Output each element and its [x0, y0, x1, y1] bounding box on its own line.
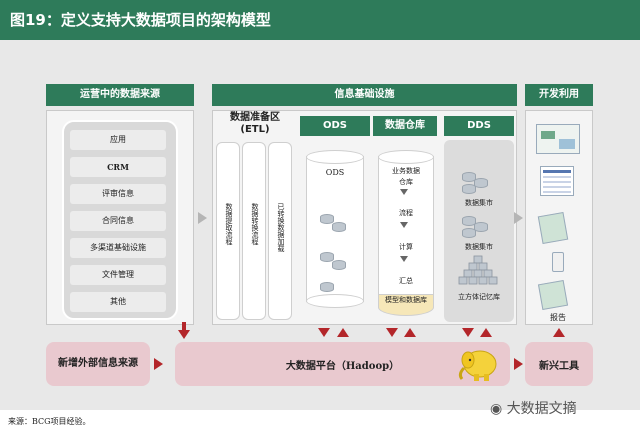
database-icon — [320, 252, 334, 262]
database-icon — [332, 222, 346, 232]
left-section-header: 运营中的数据来源 — [46, 84, 194, 106]
flow-arrow — [514, 358, 523, 370]
etl-title: 数据准备区 (ETL) — [214, 112, 296, 136]
hadoop-elephant-icon — [458, 350, 497, 381]
up-arrow-icon — [480, 328, 492, 337]
down-arrow-icon — [400, 256, 408, 262]
etl-column-load: 已转换数据加载 — [268, 142, 292, 320]
database-icon — [332, 260, 346, 270]
ods-header: ODS — [300, 116, 370, 136]
warehouse-header: 数据仓库 — [373, 116, 437, 136]
etl-column-transform: 数据转换流程 — [242, 142, 266, 320]
database-icon — [474, 222, 488, 232]
source-item: 文件管理 — [70, 265, 166, 285]
flow-arrow — [198, 212, 207, 224]
database-icon — [320, 214, 334, 224]
etl-column-label: 数据提取流程 — [225, 203, 233, 245]
database-icon — [474, 178, 488, 188]
source-item: 评审信息 — [70, 184, 166, 204]
warehouse-item: 汇总 — [399, 277, 413, 285]
ods-inner-label: ODS — [325, 168, 345, 177]
down-arrow-icon — [386, 328, 398, 337]
dds-header: DDS — [444, 116, 514, 136]
ods-cylinder-top — [306, 150, 364, 164]
up-arrow-icon — [553, 328, 565, 337]
down-arrow-icon — [178, 330, 190, 339]
warehouse-bottom-label: 模型和数据库 — [385, 296, 427, 304]
database-icon — [462, 172, 476, 182]
arrow-stem — [182, 322, 186, 330]
etl-title-line1: 数据准备区 — [230, 112, 280, 123]
external-source-box: 新增外部信息来源 — [46, 342, 150, 386]
database-icon — [462, 228, 476, 238]
report-icon — [537, 279, 569, 311]
down-arrow-icon — [318, 328, 330, 337]
warehouse-cylinder — [378, 156, 434, 302]
figure-title: 图19：定义支持大数据项目的架构模型 — [0, 0, 640, 40]
etl-column-extract: 数据提取流程 — [216, 142, 240, 320]
watermark-text: 大数据文摘 — [506, 401, 577, 417]
right-section-header: 开发利用 — [525, 84, 593, 106]
database-icon — [320, 282, 334, 292]
middle-section-header: 信息基础设施 — [212, 84, 517, 106]
warehouse-item: 流程 — [399, 209, 413, 217]
down-arrow-icon — [462, 328, 474, 337]
warehouse-item: 仓库 — [399, 178, 413, 186]
sources-list: 应用 CRM 评审信息 合同信息 多渠道基础设施 文件管理 其他 — [62, 120, 178, 320]
emerging-tools-box: 新兴工具 — [525, 342, 593, 386]
source-item: 合同信息 — [70, 211, 166, 231]
cube-stack-icon — [458, 255, 498, 285]
dds-item: 立方体记忆库 — [458, 293, 500, 301]
source-item: 其他 — [70, 292, 166, 312]
phone-icon — [552, 252, 564, 272]
spreadsheet-icon — [540, 166, 574, 196]
etl-column-label: 已转换数据加载 — [277, 203, 285, 252]
ods-cylinder-bottom — [306, 294, 364, 308]
document-icon — [537, 211, 569, 245]
database-icon — [462, 184, 476, 194]
etl-column-label: 数据转换流程 — [251, 203, 259, 245]
warehouse-model-band — [378, 294, 434, 316]
report-label: 报告 — [550, 313, 566, 322]
dds-item: 数据集市 — [465, 243, 493, 251]
database-icon — [462, 216, 476, 226]
wechat-icon: ◉ — [490, 401, 507, 417]
dds-item: 数据集市 — [465, 199, 493, 207]
flow-arrow — [154, 358, 163, 370]
source-item: 多渠道基础设施 — [70, 238, 166, 258]
flow-arrow — [514, 212, 523, 224]
source-item: 应用 — [70, 130, 166, 150]
warehouse-cylinder-top — [378, 150, 434, 164]
dashboard-icon — [536, 124, 580, 154]
up-arrow-icon — [337, 328, 349, 337]
down-arrow-icon — [400, 189, 408, 195]
warehouse-item: 业务数据 — [392, 167, 420, 175]
watermark: ◉ 大数据文摘 — [490, 398, 577, 418]
down-arrow-icon — [400, 222, 408, 228]
bigdata-platform-box: 大数据平台（Hadoop） — [175, 342, 510, 386]
source-item: CRM — [70, 157, 166, 177]
etl-title-line2: (ETL) — [240, 124, 270, 135]
source-note: 来源：BCG项目经验。 — [8, 417, 91, 426]
up-arrow-icon — [404, 328, 416, 337]
warehouse-item: 计算 — [399, 243, 413, 251]
